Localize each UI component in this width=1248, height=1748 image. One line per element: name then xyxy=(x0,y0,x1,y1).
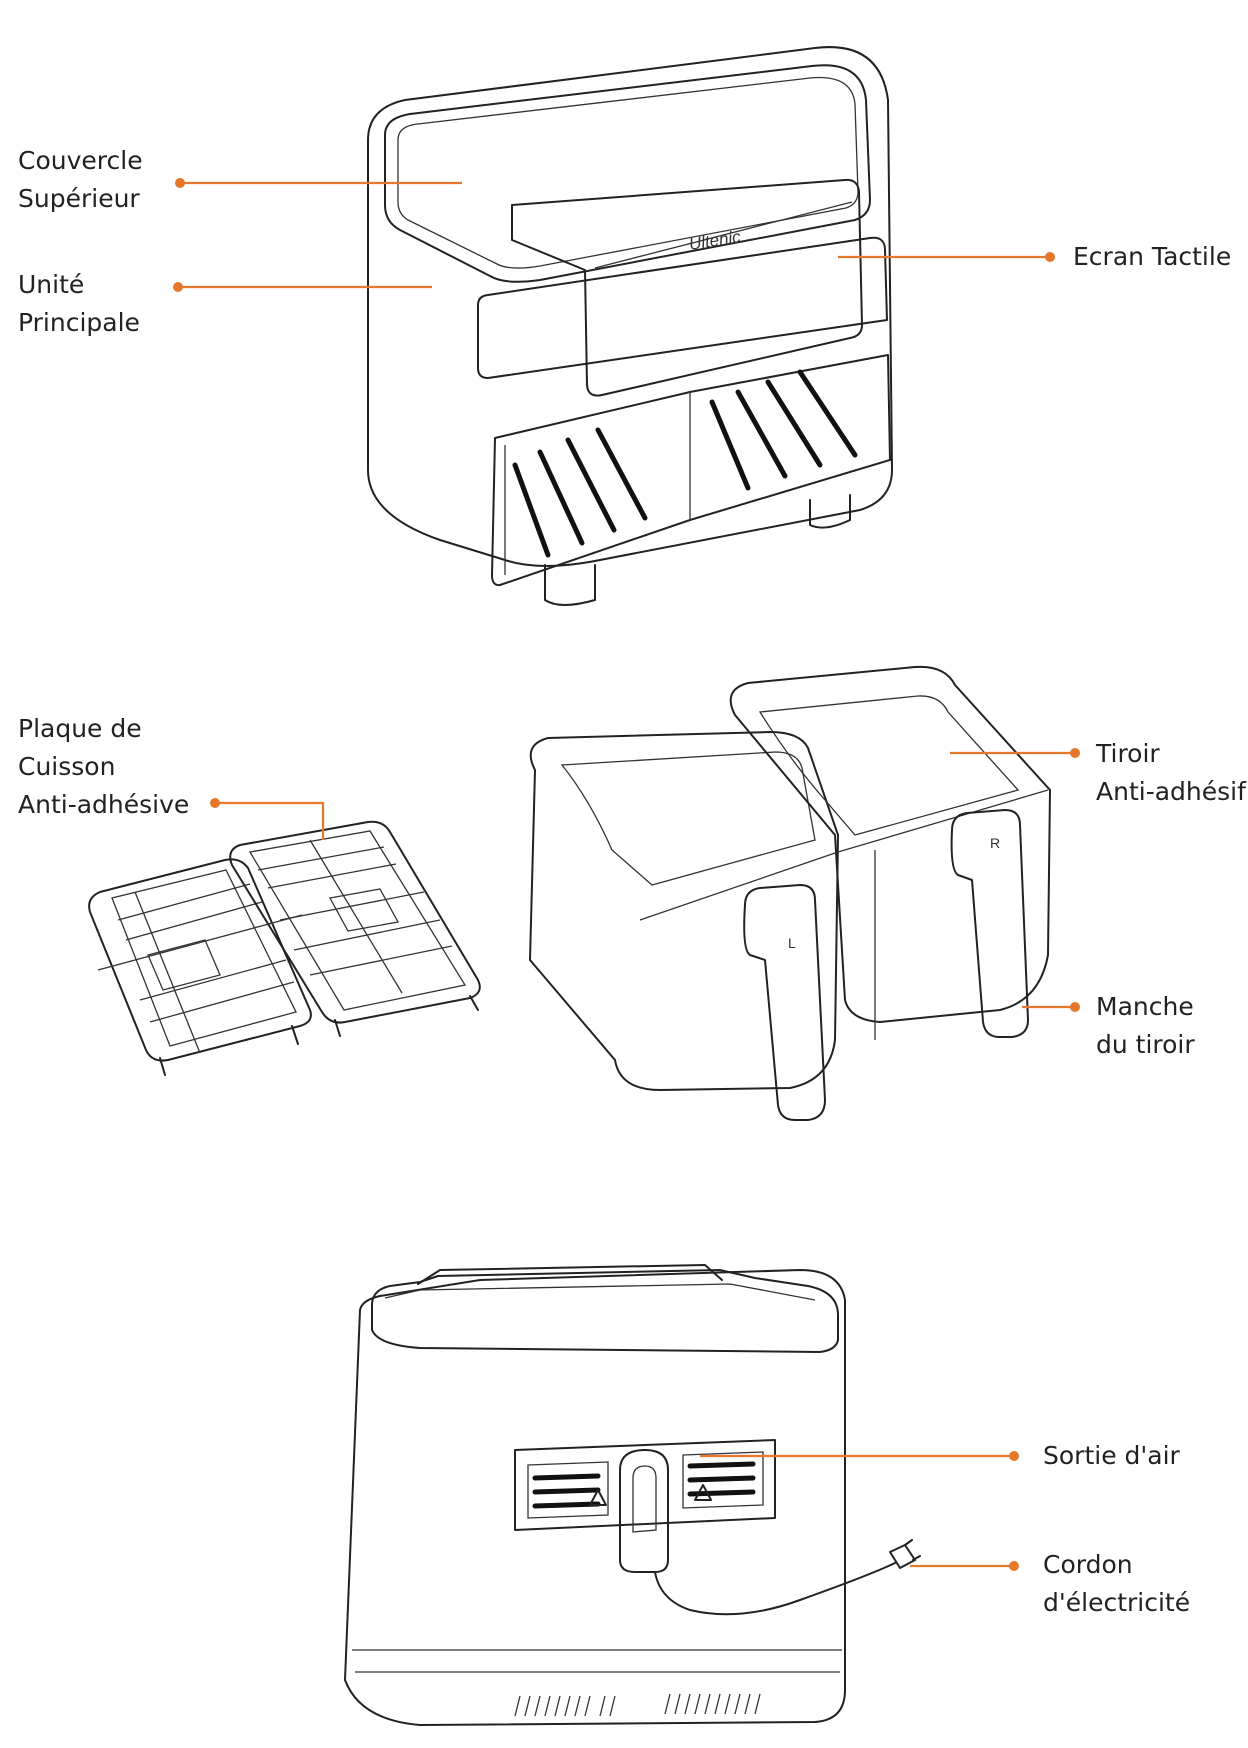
touch-screen-panel xyxy=(511,178,863,397)
power-cord xyxy=(654,1562,896,1616)
right-basket-grill xyxy=(709,369,858,491)
handle-mark-right: R xyxy=(990,835,1000,851)
cooking-plate-left xyxy=(88,858,312,1076)
right-drawer xyxy=(729,665,1051,1023)
main-unit-body xyxy=(367,46,893,567)
cooking-plates xyxy=(88,820,481,1076)
label-plaque-cuisson: Plaque de Cuisson Anti-adhésive xyxy=(18,710,189,824)
label-line: du tiroir xyxy=(1096,1030,1195,1059)
control-frame xyxy=(477,236,888,379)
label-cordon-electricite: Cordon d'électricité xyxy=(1043,1546,1190,1622)
label-line: Plaque de xyxy=(18,714,142,743)
label-line: Ecran Tactile xyxy=(1073,242,1232,271)
brand-logo: Ultenic xyxy=(688,227,743,254)
warning-triangle-right-icon xyxy=(694,1484,712,1501)
label-manche-tiroir: Manche du tiroir xyxy=(1096,988,1195,1064)
drawer-handle-left[interactable]: L xyxy=(743,884,826,1121)
label-line: Sortie d'air xyxy=(1043,1441,1180,1470)
label-line: Couvercle xyxy=(18,146,143,175)
leader-line-plate xyxy=(215,801,325,840)
label-line: Supérieur xyxy=(18,184,140,213)
label-line: Principale xyxy=(18,308,140,337)
power-plug xyxy=(889,1539,921,1569)
leader-lines-front xyxy=(173,178,1055,292)
warning-triangle-left-icon xyxy=(589,1489,607,1506)
back-lid xyxy=(371,1269,839,1353)
label-line: Cuisson xyxy=(18,752,116,781)
cooking-plate-right xyxy=(229,820,481,1037)
back-body xyxy=(344,1269,846,1726)
air-fryer-front-view: Ultenic xyxy=(367,46,893,606)
label-couvercle-superieur: Couvercle Supérieur xyxy=(18,142,143,218)
label-line: Unité xyxy=(18,270,85,299)
label-line: Anti-adhésif xyxy=(1096,777,1246,806)
label-sortie-air: Sortie d'air xyxy=(1043,1437,1180,1475)
lid-top-ridge xyxy=(417,1264,723,1285)
left-drawer xyxy=(529,731,839,1091)
label-tiroir-anti-adhesif: Tiroir Anti-adhésif xyxy=(1096,735,1246,811)
label-line: Cordon xyxy=(1043,1550,1133,1579)
label-line: Anti-adhésive xyxy=(18,790,190,819)
leader-lines-back xyxy=(700,1451,1019,1571)
cord-holder xyxy=(619,1449,669,1573)
label-line: Manche xyxy=(1096,992,1194,1021)
handle-mark-left: L xyxy=(788,935,796,951)
label-unite-principale: Unité Principale xyxy=(18,266,140,342)
bottom-vents xyxy=(514,1693,761,1717)
air-outlet-panel xyxy=(514,1439,776,1531)
leader-lines-baskets xyxy=(210,748,1080,1012)
basket-window xyxy=(491,354,891,587)
label-line: Tiroir xyxy=(1096,739,1160,768)
label-line: d'électricité xyxy=(1043,1588,1191,1617)
drawer-assembly: L R xyxy=(529,665,1051,1121)
top-lid xyxy=(384,64,871,283)
air-fryer-back-view xyxy=(344,1264,921,1726)
drawer-handle-right[interactable]: R xyxy=(950,809,1029,1038)
left-basket-grill xyxy=(512,427,648,558)
label-ecran-tactile: Ecran Tactile xyxy=(1073,238,1231,276)
